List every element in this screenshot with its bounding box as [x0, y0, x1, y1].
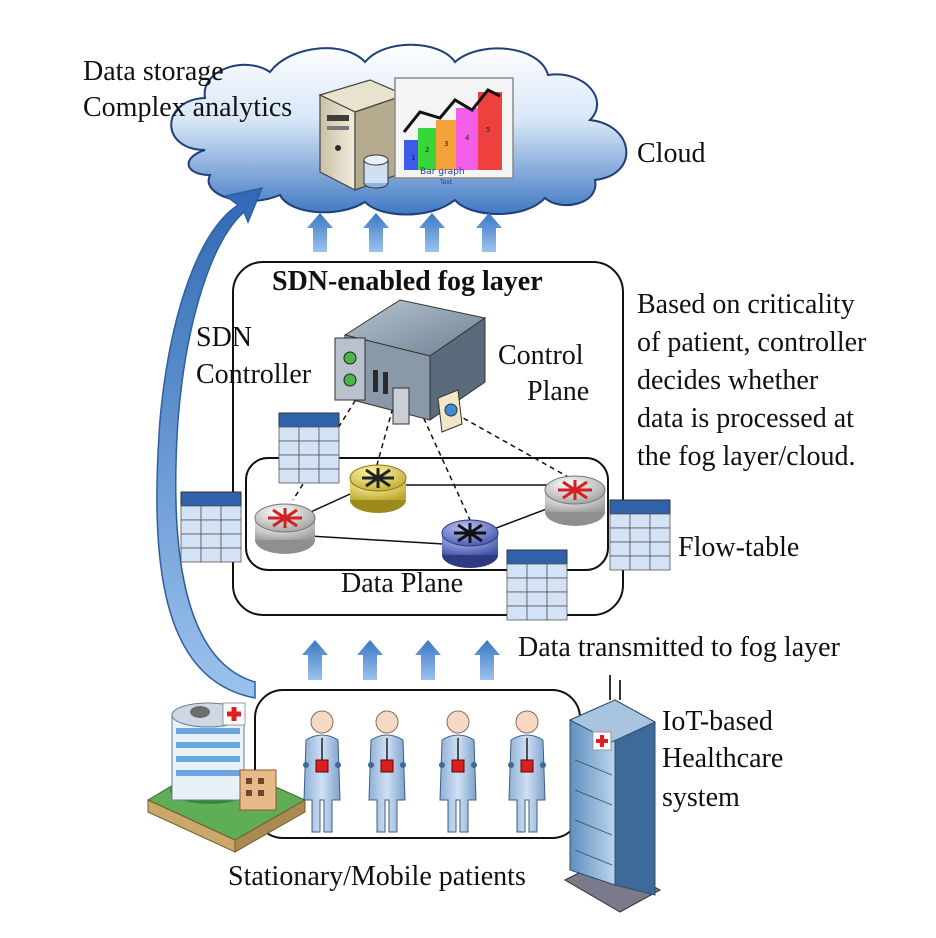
up-arrow-icon: [419, 213, 445, 252]
flow-table-icon: [506, 549, 568, 621]
data-plane-box: [245, 457, 609, 571]
flow-table-label: Flow-table: [678, 532, 799, 563]
router-yellow: [349, 464, 407, 513]
patients-to-fog-arrows: [302, 640, 500, 680]
note-line-2: of patient, controller: [637, 327, 867, 358]
sdn-controller-label-1: SDN: [196, 322, 252, 353]
fog-to-cloud-arrows: [307, 213, 502, 252]
data-plane-links: [292, 484, 566, 546]
patient-icon: [439, 710, 477, 833]
patient-icon: [508, 710, 546, 833]
note-line-1: Based on criticality: [637, 289, 855, 320]
fog-layer-box: [232, 261, 624, 616]
fog-layer-title: SDN-enabled fog layer: [272, 266, 543, 297]
bar-graph-caption: Bar graph: [420, 167, 465, 177]
router-white-right: [544, 475, 606, 526]
router-white-left: [254, 503, 316, 554]
flow-table-icon: [278, 412, 340, 484]
bar-label-5: 5: [486, 126, 490, 134]
cloud-server-icon: [318, 79, 407, 191]
control-plane-label-2: Plane: [527, 376, 589, 407]
flow-table-icon: [609, 499, 671, 571]
cloud: 1 2 3 4 5 Bar graph Text: [170, 43, 628, 216]
sdn-controller-label-2: Controller: [196, 359, 312, 390]
patient-icon: [303, 710, 341, 833]
bar-graph-icon: 1 2 3 4 5 Bar graph Text: [394, 77, 514, 186]
router-blue: [441, 519, 499, 568]
bar-label-2: 2: [425, 146, 429, 154]
iot-label-2: Healthcare: [662, 743, 783, 774]
data-plane-label: Data Plane: [341, 568, 463, 599]
patients-label: Stationary/Mobile patients: [228, 861, 526, 892]
bar-label-3: 3: [444, 140, 448, 148]
iot-label-3: system: [662, 782, 740, 813]
patient-icon: [368, 710, 406, 833]
note-line-3: decides whether: [637, 365, 819, 396]
hospital-building-icon: [146, 702, 307, 853]
control-plane-label-1: Control: [498, 340, 584, 371]
patients-to-cloud-curved-arrow: [156, 186, 264, 699]
up-arrow-icon: [357, 640, 383, 680]
iot-label-1: IoT-based: [662, 706, 773, 737]
up-arrow-icon: [307, 213, 333, 252]
patients-group: [303, 710, 546, 833]
note-line-5: the fog layer/cloud.: [637, 441, 855, 472]
bar-label-4: 4: [465, 134, 470, 142]
up-arrow-icon: [363, 213, 389, 252]
bar-graph-subtext: Text: [439, 179, 453, 186]
up-arrow-icon: [476, 213, 502, 252]
sdn-controller-icon: [334, 299, 487, 433]
bar-label-1: 1: [411, 154, 415, 162]
cloud-label: Cloud: [637, 138, 705, 169]
note-line-4: data is processed at: [637, 403, 854, 434]
up-arrow-icon: [302, 640, 328, 680]
cloud-line-2: Complex analytics: [83, 92, 292, 123]
database-icon: [363, 154, 389, 189]
up-arrow-icon: [415, 640, 441, 680]
cloud-line-1: Data storage: [83, 56, 224, 87]
transmit-label: Data transmitted to fog layer: [518, 632, 841, 663]
flow-table-icon: [180, 491, 242, 563]
healthcare-tower-icon: [563, 675, 662, 913]
up-arrow-icon: [474, 640, 500, 680]
